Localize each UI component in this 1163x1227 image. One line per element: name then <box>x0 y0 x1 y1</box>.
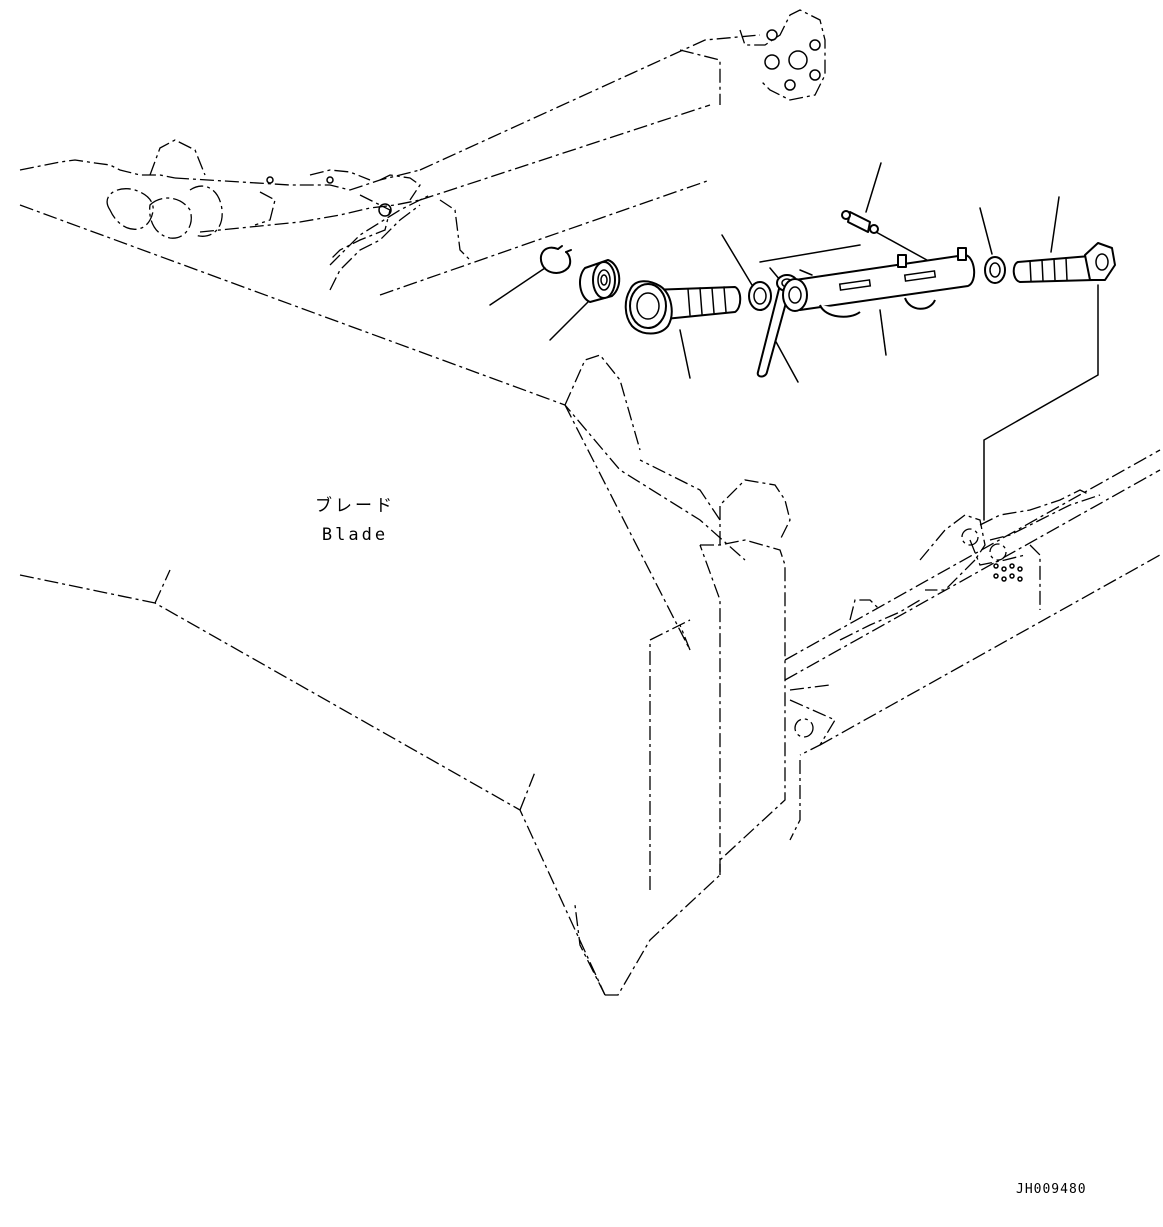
blade-bracket-hole <box>794 718 814 738</box>
lower-arm-outline <box>839 489 1101 641</box>
mount-bolts <box>993 563 1023 582</box>
bearing-icon <box>578 259 621 303</box>
upper-arm-outline <box>19 9 826 296</box>
arm-end-bolts <box>266 29 821 217</box>
grease-fitting-icon <box>841 210 879 234</box>
drawing-id: JH009480 <box>1016 1182 1087 1197</box>
blade-label-en: Blade <box>321 525 389 545</box>
blade-outline <box>19 204 1161 996</box>
leader-lines <box>489 162 1099 521</box>
snap-ring-icon <box>539 245 572 274</box>
washer-right-icon <box>984 256 1006 284</box>
blade-label-jp: ブレード <box>315 496 395 516</box>
rod-end-eye-icon <box>1012 242 1116 283</box>
rod-end-ball-joint-icon <box>624 280 742 335</box>
cylinder-body-icon <box>782 247 976 318</box>
washer-icon <box>748 281 772 311</box>
